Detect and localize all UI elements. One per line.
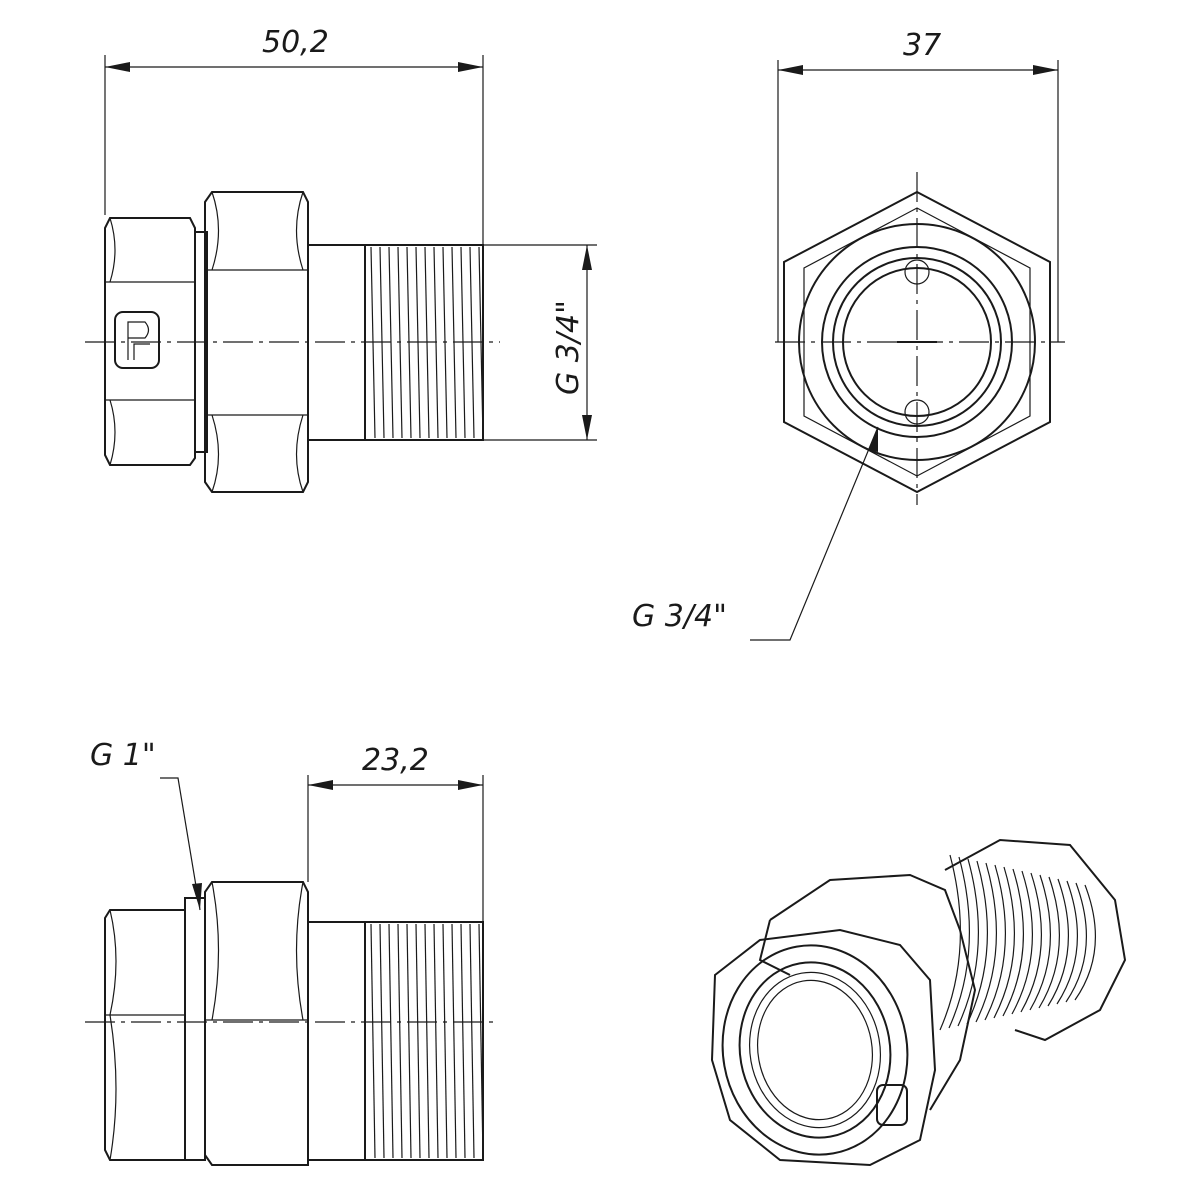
brand-logo	[114, 311, 160, 369]
label-thread-size: G 3/4"	[632, 599, 727, 634]
thread-line	[469, 246, 475, 439]
small-hex-nut	[104, 909, 186, 1161]
thread-line	[1056, 880, 1079, 1005]
thread-line	[460, 246, 466, 439]
thread-line	[388, 923, 394, 1159]
thread-line	[379, 923, 385, 1159]
male-thread	[364, 244, 484, 441]
thread-line	[424, 923, 430, 1159]
side-view-top: 50,2 G 3/4"	[85, 25, 597, 493]
thread-line	[1020, 872, 1042, 1013]
thread-line	[469, 923, 475, 1159]
iso-large-nut	[769, 873, 977, 1111]
large-hex-nut	[204, 881, 309, 1166]
thread-line	[379, 246, 385, 439]
thread-line	[975, 862, 997, 1023]
thread-line	[397, 923, 403, 1159]
thread-line	[406, 246, 412, 439]
thread-line	[939, 854, 962, 1031]
small-hex-nut	[104, 217, 196, 466]
body	[307, 921, 366, 1161]
hex-outline	[783, 190, 1051, 494]
thread-line	[433, 923, 439, 1159]
brand-logo	[876, 1084, 908, 1126]
male-thread	[364, 921, 484, 1161]
thread-line	[993, 866, 1015, 1019]
iso-thread	[944, 838, 1127, 1042]
thread-line	[370, 923, 376, 1159]
thread-line	[1038, 876, 1061, 1009]
thread-line	[424, 246, 430, 439]
thread-line	[1074, 884, 1097, 1001]
thread-line	[948, 856, 971, 1029]
label-nut-thread: G 1"	[90, 738, 156, 773]
thread-line	[415, 923, 421, 1159]
thread-line	[1047, 878, 1070, 1007]
dimension-overall-length: 50,2	[262, 25, 329, 60]
thread-line	[433, 246, 439, 439]
thread-line	[1029, 874, 1051, 1011]
dimension-thread-size: G 3/4"	[551, 300, 586, 395]
thread-line	[442, 923, 448, 1159]
dimension-thread-length: 23,2	[362, 743, 429, 778]
thread-line	[442, 246, 448, 439]
thread-line	[370, 246, 376, 439]
thread-line	[460, 923, 466, 1159]
thread-line	[478, 246, 484, 439]
thread-line	[451, 923, 457, 1159]
dimension-width: 37	[903, 28, 941, 63]
thread-line	[1065, 882, 1088, 1003]
flange	[194, 231, 208, 453]
front-view: 37 G 3/4"	[632, 28, 1065, 641]
thread-line	[478, 923, 484, 1159]
iso-small-nut	[710, 928, 937, 1167]
isometric-view	[710, 838, 1127, 1167]
thread-line	[966, 860, 989, 1025]
thread-line	[451, 246, 457, 439]
thread-line	[1011, 870, 1033, 1015]
side-view-bottom: 23,2 G 1"	[85, 738, 495, 1166]
thread-line	[957, 858, 980, 1027]
thread-line	[415, 246, 421, 439]
thread-line	[406, 923, 412, 1159]
thread-line	[984, 864, 1006, 1021]
flange	[184, 897, 206, 1161]
thread-line	[397, 246, 403, 439]
thread-line	[1002, 868, 1024, 1017]
thread-line	[388, 246, 394, 439]
